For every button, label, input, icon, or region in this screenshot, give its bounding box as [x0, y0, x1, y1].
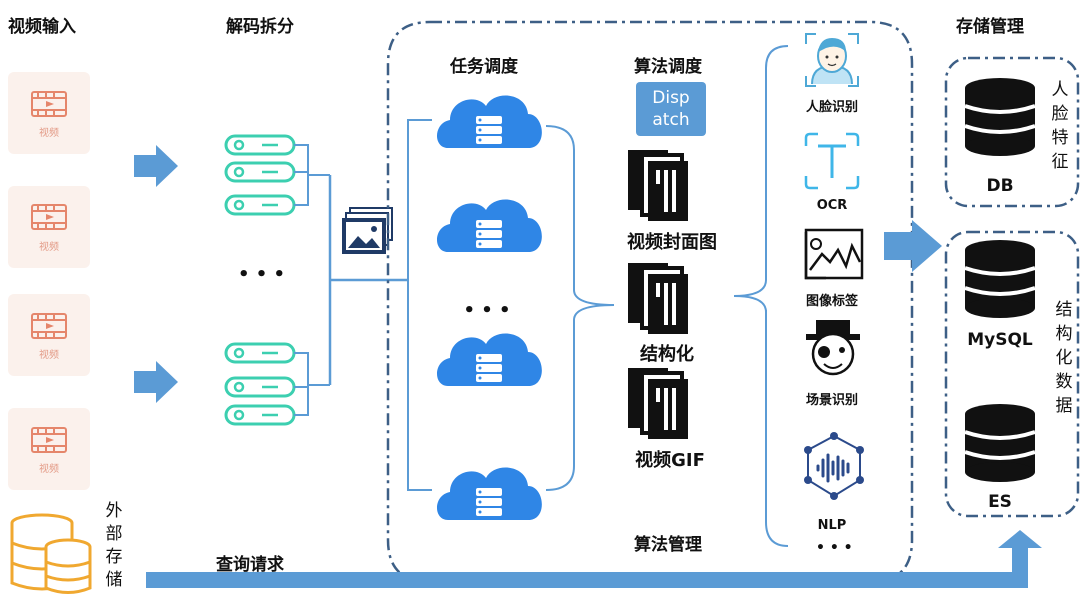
frames-image-icon	[342, 207, 393, 254]
external-storage-icon	[10, 513, 92, 594]
algo-ellipsis: • • •	[816, 540, 853, 556]
cover-image-doc-icon	[626, 148, 690, 223]
video-icon-1	[31, 91, 67, 117]
output-label-cover: 视频封面图	[627, 232, 717, 253]
external-storage-label: 外部存储	[105, 501, 123, 590]
structured-data-label: 结构化数据	[1055, 300, 1073, 416]
dispatch-box: Dispatch	[636, 82, 706, 136]
ocr-icon	[804, 132, 860, 190]
header-algo-schedule: 算法调度	[634, 57, 702, 77]
server-stack-top	[224, 134, 330, 216]
algo-label-image-tag: 图像标签	[805, 294, 858, 309]
header-video-input: 视频输入	[8, 17, 76, 37]
cloud-server-4	[436, 467, 542, 520]
input-arrow-bottom	[134, 361, 178, 403]
nlp-icon	[804, 432, 864, 500]
cloud-ellipsis: • • •	[463, 300, 511, 321]
header-decode-split: 解码拆分	[226, 17, 294, 37]
query-request-label: 查询请求	[216, 555, 284, 575]
query-request-arrow	[146, 530, 1042, 588]
output-label-gif: 视频GIF	[635, 450, 705, 471]
face-feature-store	[944, 56, 1080, 208]
task-bracket	[407, 119, 432, 491]
splitter-connector	[328, 175, 408, 385]
video-icon-4	[31, 427, 67, 453]
structured-doc-icon	[626, 261, 690, 336]
es-label: ES	[988, 492, 1012, 512]
dispatch-label: Dispatch	[652, 88, 690, 130]
algo-label-face: 人脸识别	[805, 100, 858, 115]
algo-label-scene: 场景识别	[805, 393, 858, 408]
video-icon-2	[31, 204, 67, 230]
video-icon-3	[31, 313, 67, 339]
input-arrow-top	[134, 145, 178, 187]
cloud-server-3	[436, 333, 542, 386]
cloud-server-2	[436, 199, 542, 252]
structured-data-store	[944, 230, 1080, 518]
image-tag-icon	[804, 228, 864, 280]
cloud-merge-bracket	[545, 125, 615, 491]
header-task-schedule: 任务调度	[450, 57, 518, 77]
server-stack-bottom	[224, 342, 330, 426]
server-ellipsis: • • •	[238, 264, 286, 285]
mysql-label: MySQL	[967, 330, 1033, 350]
cloud-server-1	[436, 95, 542, 148]
algo-label-ocr: OCR	[816, 198, 848, 213]
header-algo-mgmt: 算法管理	[634, 535, 702, 555]
mysql-icon	[963, 238, 1037, 320]
scene-recognition-icon	[806, 320, 860, 376]
storage-arrow	[884, 220, 942, 272]
output-label-structured: 结构化	[640, 344, 694, 365]
es-icon	[963, 402, 1037, 484]
face-feature-label: 人脸特征	[1051, 80, 1069, 172]
face-recognition-icon	[805, 33, 859, 87]
db-icon	[963, 76, 1037, 158]
header-storage-mgmt: 存储管理	[956, 17, 1024, 37]
gif-doc-icon	[626, 366, 690, 441]
algo-label-nlp: NLP	[817, 518, 847, 533]
algo-bracket	[733, 45, 789, 547]
db-label: DB	[986, 176, 1014, 196]
